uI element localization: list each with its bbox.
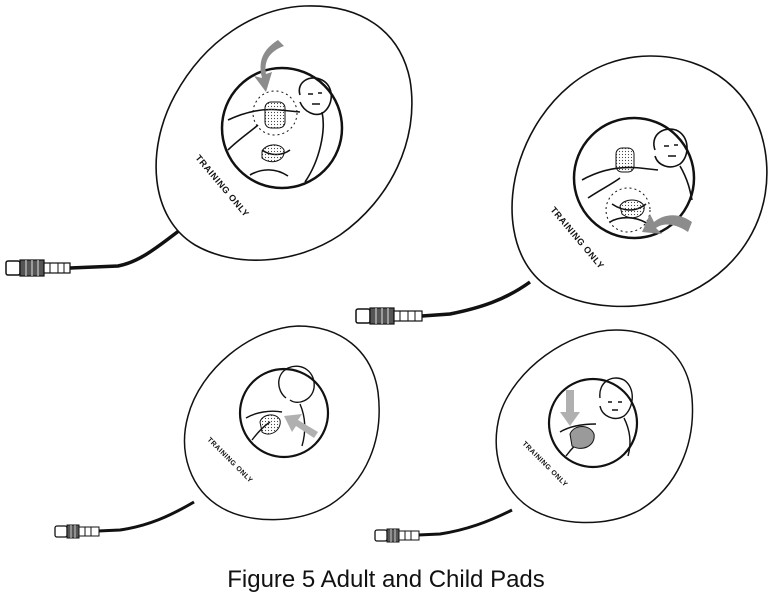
- child-pad-2: TRAINING ONLY: [374, 329, 694, 543]
- electrode-marker: [569, 426, 595, 449]
- illustration-circle: [547, 377, 639, 469]
- arrow-icon: [254, 40, 284, 92]
- electrode-marker: [615, 147, 635, 173]
- connector-plug: [355, 307, 423, 325]
- arrow-icon: [642, 214, 692, 234]
- placement-dotted-ring: [252, 90, 298, 136]
- adult-pad-1: TRAINING ONLY: [5, 5, 413, 277]
- arrow-icon: [284, 414, 318, 438]
- pad-cable: [417, 508, 513, 537]
- pad-cable: [421, 280, 532, 318]
- placement-dotted-ring: [605, 187, 651, 233]
- figure-caption: Figure 5 Adult and Child Pads: [227, 566, 545, 593]
- adult-figure-icon: [581, 128, 693, 225]
- pad-cable: [69, 228, 182, 270]
- adult-pad-2: TRAINING ONLY: [355, 55, 768, 325]
- connector-plug: [374, 528, 420, 543]
- arrow-icon: [560, 390, 580, 426]
- electrode-marker: [259, 414, 281, 435]
- electrode-marker: [619, 199, 645, 219]
- pad-cable: [97, 500, 195, 533]
- connector-plug: [5, 259, 71, 277]
- connector-plug: [54, 524, 100, 539]
- illustration-circle: [572, 116, 696, 240]
- child-pad-1: TRAINING ONLY: [54, 325, 380, 539]
- electrode-marker: [261, 144, 285, 163]
- electrode-marker: [264, 101, 286, 129]
- illustration-circle: [238, 367, 330, 459]
- illustration-circle: [220, 66, 344, 190]
